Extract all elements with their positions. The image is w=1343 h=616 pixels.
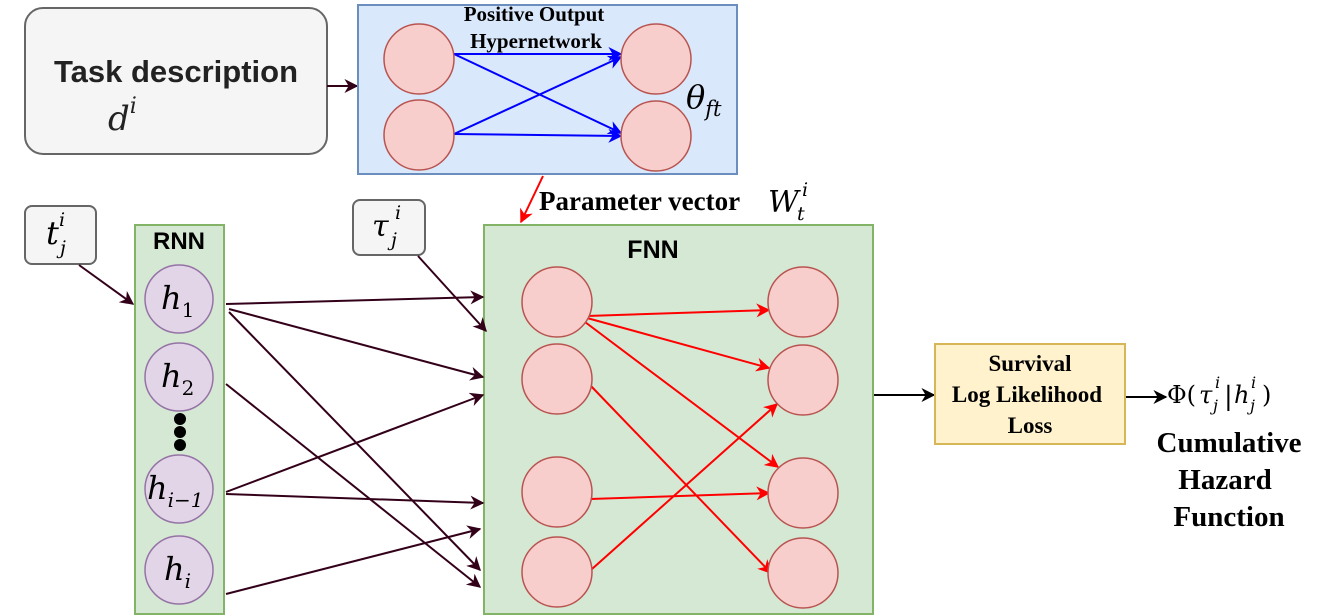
loss-line-1: Survival bbox=[988, 351, 1071, 376]
fnn-edges bbox=[584, 303, 780, 575]
output-caption-line3: Function bbox=[1173, 501, 1284, 533]
hyper-output-node-1 bbox=[620, 23, 692, 95]
output-close: ) bbox=[1262, 381, 1271, 409]
rnn-node-hi bbox=[144, 535, 214, 605]
t-input-box: t i j bbox=[24, 205, 97, 265]
fnn-edge-2 bbox=[586, 317, 771, 372]
param-vector-arrow bbox=[520, 175, 544, 224]
tau-sup: i bbox=[395, 202, 401, 224]
output-formula: Φ( τ i j | h i j ) bbox=[1167, 373, 1271, 415]
hypernetwork-box: Positive Output Hypernetwork θft bbox=[357, 2, 738, 175]
rnn-node-h-i-minus-1 bbox=[144, 454, 214, 524]
loss-box: Survival Log Likelihood Loss bbox=[934, 343, 1126, 445]
ellipsis-dot-2 bbox=[174, 426, 186, 438]
ellipsis-dot-1 bbox=[174, 413, 186, 425]
fnn-output-node-2 bbox=[767, 344, 839, 416]
tau-to-fnn-arrow bbox=[417, 255, 487, 333]
ellipsis-dot-3 bbox=[174, 439, 186, 451]
fnn-edge-6 bbox=[591, 403, 779, 570]
h1-label: h1 bbox=[161, 279, 194, 322]
loss-line-3: Loss bbox=[1008, 413, 1053, 438]
output-tau: τ bbox=[1199, 381, 1213, 409]
output-bar: | bbox=[1224, 382, 1233, 412]
fnn-edge-5 bbox=[589, 486, 771, 501]
output-h-sub: j bbox=[1247, 396, 1255, 415]
t-symbol: t bbox=[46, 214, 59, 252]
rnn-node-h2 bbox=[144, 342, 214, 412]
rnn-to-fnn-edges bbox=[225, 255, 487, 595]
tau-input-box: τ i j bbox=[352, 199, 426, 256]
h1-edge-3 bbox=[228, 311, 481, 572]
fnn-output-node-4 bbox=[767, 537, 839, 609]
h1-edge-2 bbox=[228, 308, 485, 381]
parameter-vector-label: Parameter vector bbox=[539, 186, 740, 216]
output-h-sup: i bbox=[1251, 373, 1256, 392]
hyper-input-node-1 bbox=[383, 23, 455, 95]
loss-line-2: Log Likelihood bbox=[952, 382, 1102, 407]
h1-edge-1 bbox=[225, 290, 485, 305]
h2-edge-1 bbox=[225, 383, 482, 588]
fnn-edge-3 bbox=[584, 321, 780, 468]
theta-ft-label: θft bbox=[686, 78, 722, 121]
hyper-output-node-2 bbox=[620, 100, 692, 172]
output-h: h bbox=[1234, 381, 1249, 409]
hypernetwork-title-line1: Positive Output bbox=[464, 2, 605, 26]
task-description-label: Task description bbox=[54, 54, 298, 89]
h2-label: h2 bbox=[161, 357, 194, 400]
fnn-input-node-1 bbox=[521, 266, 593, 338]
him1-edge-1 bbox=[225, 392, 485, 493]
fnn-output-node-1 bbox=[767, 266, 839, 338]
tau-symbol: τ bbox=[372, 209, 389, 244]
hi-edge-1 bbox=[225, 525, 482, 595]
parameter-vector-symbol: W bbox=[768, 185, 801, 220]
t-to-rnn-arrow bbox=[78, 264, 135, 305]
fnn-output-node-3 bbox=[767, 457, 839, 529]
hypernetwork-title-line2: Hypernetwork bbox=[470, 29, 602, 53]
fnn-input-node-2 bbox=[521, 343, 593, 415]
task-description-box: Task description di bbox=[24, 7, 328, 155]
fnn-title: FNN bbox=[627, 236, 678, 264]
task-symbol: di bbox=[108, 94, 137, 139]
hyper-edge-4 bbox=[453, 128, 623, 143]
hyper-edge-3 bbox=[453, 55, 623, 135]
fnn-input-node-4 bbox=[521, 536, 593, 608]
tau-sub: j bbox=[387, 229, 397, 251]
output-tau-sub: j bbox=[1210, 396, 1218, 415]
param-sup: i bbox=[802, 179, 808, 201]
output-caption-line1: Cumulative bbox=[1157, 427, 1302, 459]
output-caption-line2: Hazard bbox=[1178, 464, 1271, 496]
phi-symbol: Φ( bbox=[1167, 381, 1196, 409]
output-tau-sup: i bbox=[1215, 373, 1220, 392]
t-sup: i bbox=[59, 209, 65, 231]
rnn-title: RNN bbox=[153, 228, 205, 255]
fnn-edge-1 bbox=[586, 303, 771, 318]
fnn-edge-4 bbox=[589, 384, 772, 575]
fnn-input-node-3 bbox=[521, 456, 593, 528]
hyper-edge-2 bbox=[453, 53, 623, 134]
him1-edge-2 bbox=[225, 493, 485, 510]
hyper-input-node-2 bbox=[383, 99, 455, 171]
t-sub: j bbox=[56, 237, 66, 259]
hi-label: hi bbox=[164, 550, 191, 593]
h-i-minus-1-label: hi−1 bbox=[147, 469, 204, 512]
rnn-node-h1 bbox=[144, 264, 214, 334]
param-sub: t bbox=[797, 203, 805, 225]
